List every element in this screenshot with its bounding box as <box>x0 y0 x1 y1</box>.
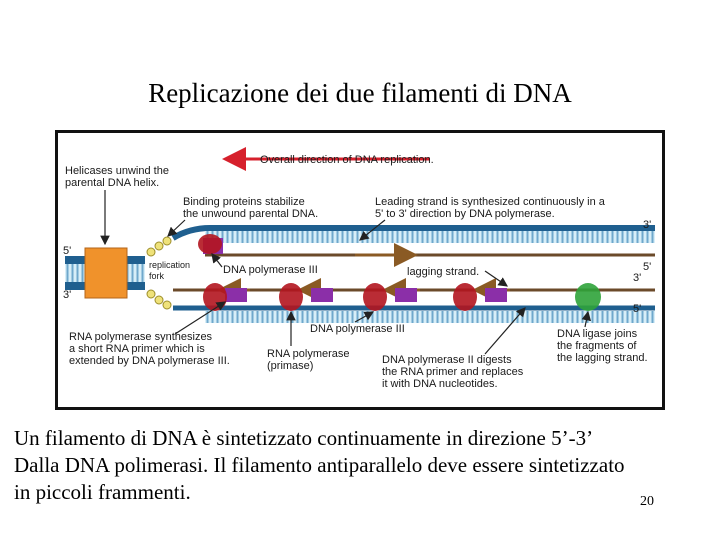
slide-caption: Un filamento di DNA è sintetizzato conti… <box>14 425 714 506</box>
binding-label-line1: Binding proteins stabilize <box>183 196 305 208</box>
diagram-canvas: Overall direction of DNA replication. <box>55 130 665 410</box>
rna-synth-label-line3: extended by DNA polymerase III. <box>69 355 230 367</box>
dna-ligase <box>575 283 601 311</box>
diagram-frame <box>55 130 665 410</box>
helicase-label-line1: Helicases unwind the <box>65 165 169 177</box>
end-label-right-2: 5' <box>643 261 651 273</box>
fork-label-line1: replication <box>149 260 190 270</box>
pol2-label-line3: it with DNA nucleotides. <box>382 378 498 390</box>
leading-strand-arm <box>171 225 655 267</box>
fork-label-line2: fork <box>149 271 165 281</box>
caption-line-2: Dalla DNA polimerasi. Il filamento antip… <box>14 453 625 477</box>
binding-proteins <box>146 236 172 310</box>
polymerase-bottom-label: DNA polymerase III <box>310 323 405 335</box>
end-label-right-1: 3' <box>643 219 651 231</box>
page-number: 20 <box>640 494 654 509</box>
ligase-label-line3: the lagging strand. <box>557 352 648 364</box>
primase-label-line1: RNA polymerase <box>267 348 350 360</box>
direction-label: Overall direction of DNA replication. <box>260 154 434 166</box>
end-label-left-bottom: 3' <box>63 289 71 301</box>
end-label-right-4: 5' <box>633 303 641 315</box>
lagging-label: lagging strand. <box>407 266 479 278</box>
ligase-label-line2: the fragments of <box>557 340 637 352</box>
ligase-label-line1: DNA ligase joins <box>557 328 638 340</box>
leading-polymerase <box>198 234 223 254</box>
binding-label-line2: the unwound parental DNA. <box>183 208 318 220</box>
primase-label-line2: (primase) <box>267 360 313 372</box>
polymerase-top-label: DNA polymerase III <box>223 264 318 276</box>
pol2-label-line2: the RNA primer and replaces <box>382 366 524 378</box>
end-label-right-3: 3' <box>633 272 641 284</box>
slide-title: Replicazione dei due filamenti di DNA <box>148 78 572 108</box>
rna-synth-label-line1: RNA polymerase synthesizes <box>69 331 213 343</box>
leading-label-line1: Leading strand is synthesized continuous… <box>375 196 606 208</box>
rna-synth-label-line2: a short RNA primer which is <box>69 343 205 355</box>
helicase <box>84 247 128 299</box>
caption-line-3: in piccoli frammenti. <box>14 480 191 504</box>
helicase-label-line2: parental DNA helix. <box>65 177 159 189</box>
end-label-left-top: 5' <box>63 245 71 257</box>
caption-line-1: Un filamento di DNA è sintetizzato conti… <box>14 426 594 450</box>
dna-replication-diagram: Overall direction of DNA replication. <box>55 130 665 410</box>
pol2-label-line1: DNA polymerase II digests <box>382 354 512 366</box>
leading-label-line2: 5' to 3' direction by DNA polymerase. <box>375 208 555 220</box>
